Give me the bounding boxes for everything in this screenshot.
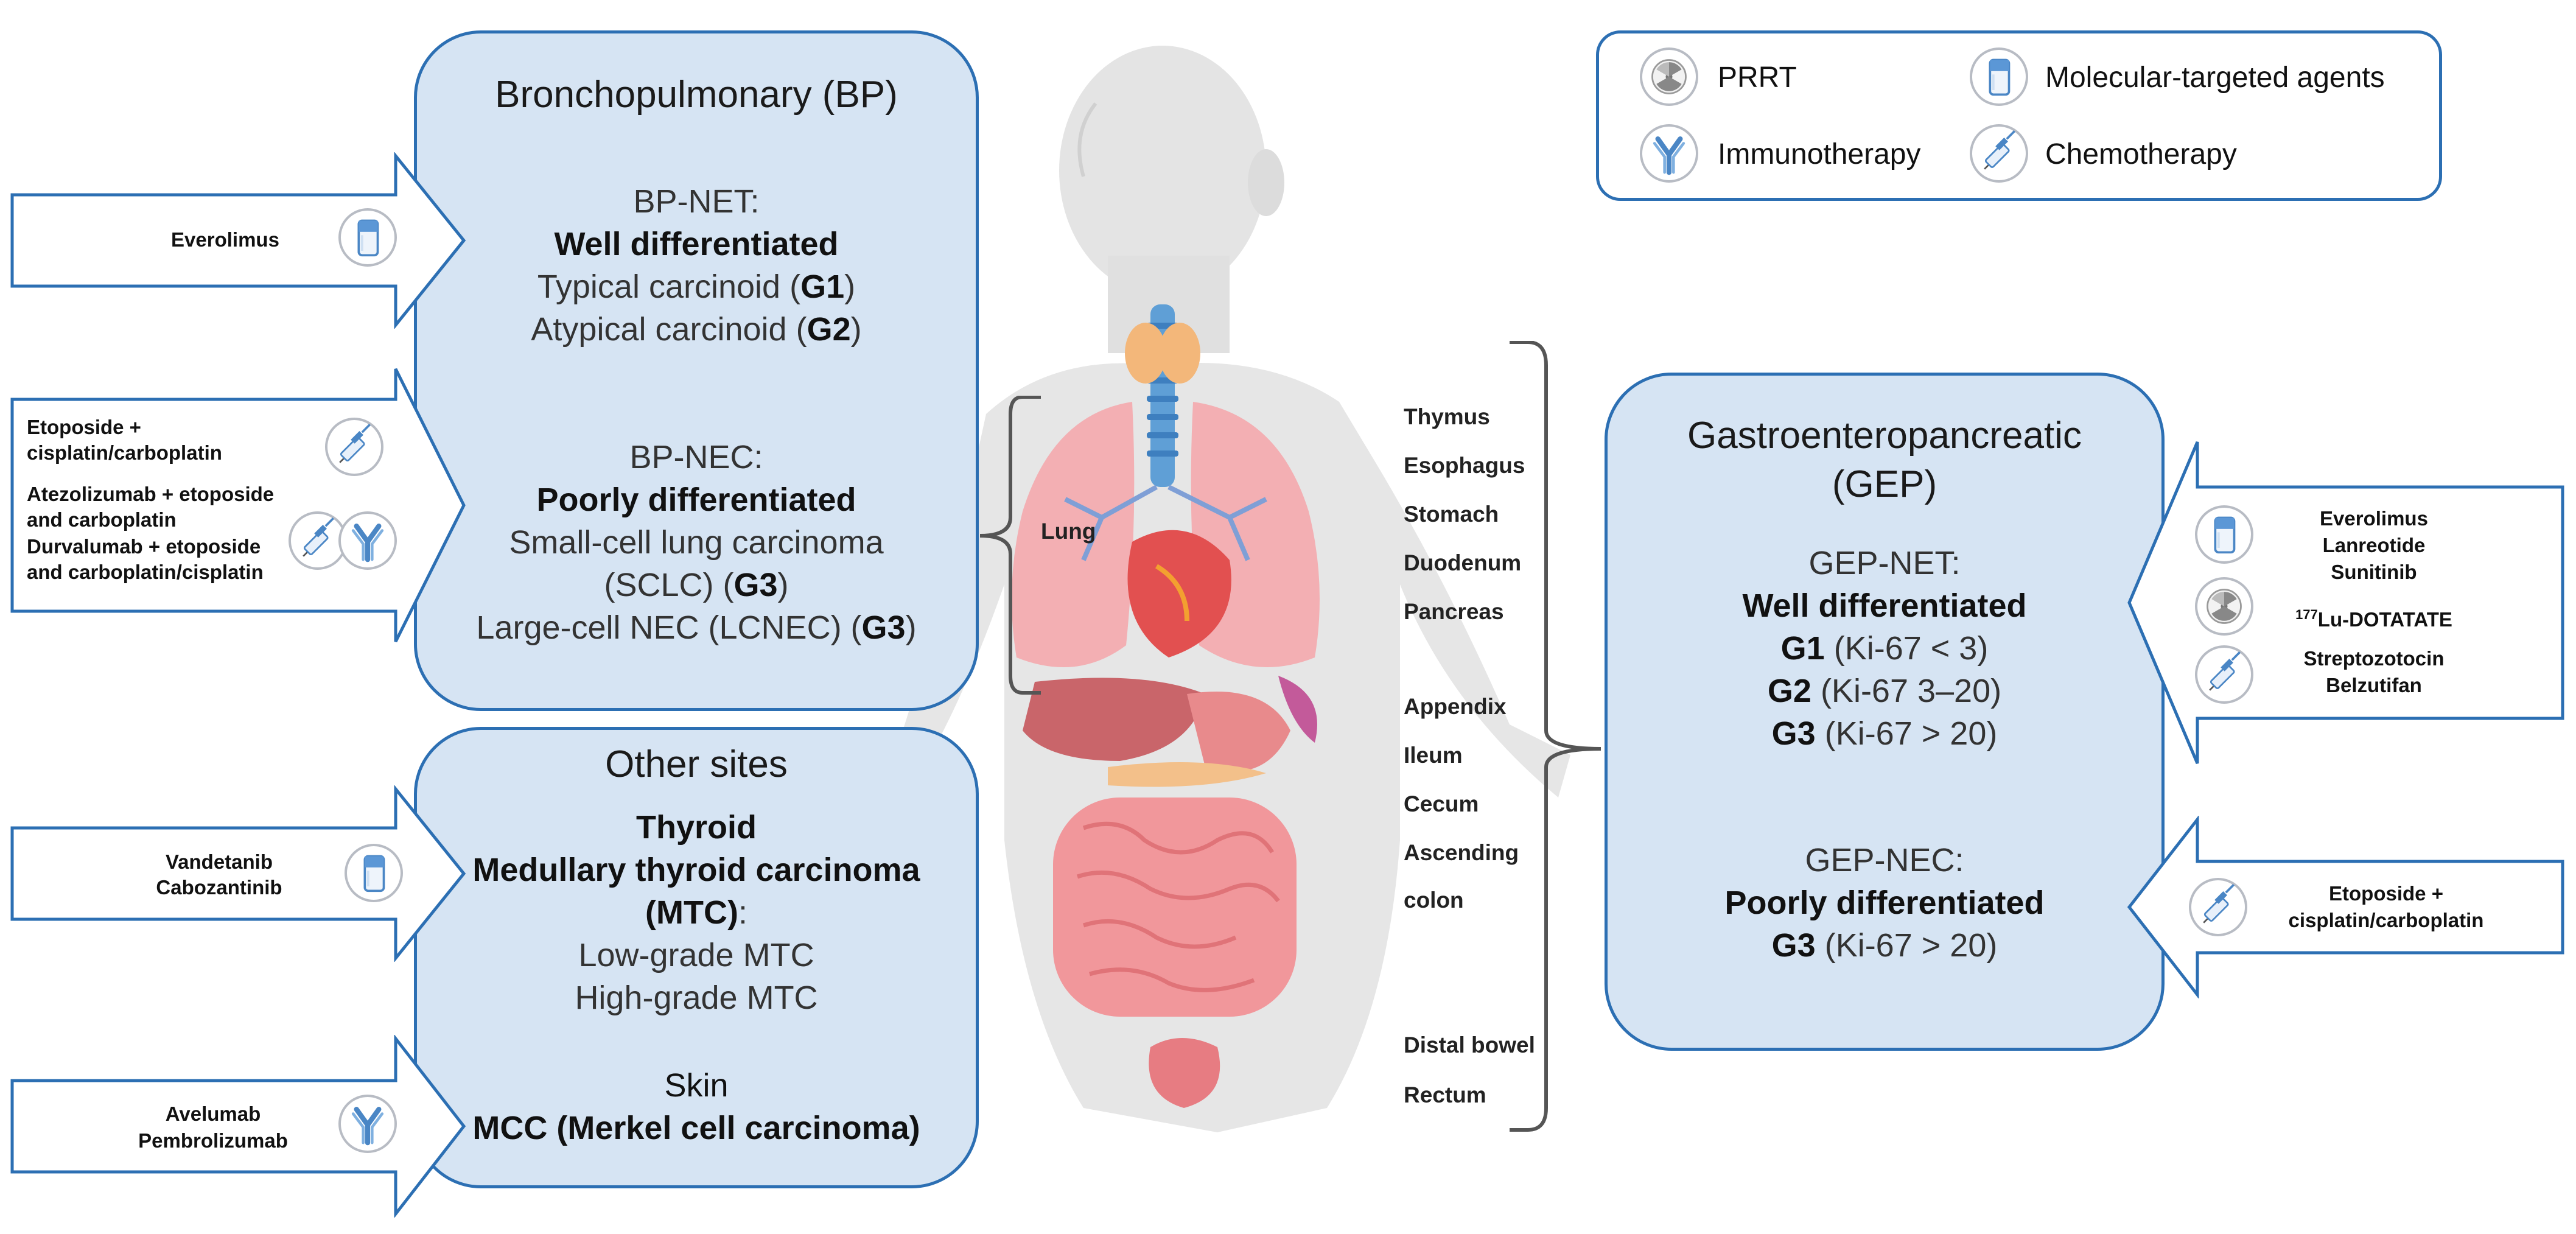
gep-g2: G2 (Ki-67 3–20): [1767, 673, 2002, 709]
gep-g1: G1 (Ki-67 < 3): [1780, 630, 1989, 667]
bp-title: Bronchopulmonary (BP): [495, 74, 898, 116]
chemotherapy-icon-bp: [325, 418, 383, 476]
bp-typical: Typical carcinoid (G1): [537, 268, 856, 305]
r-everolimus: Everolimus: [2320, 507, 2428, 530]
gep-title-abbrev: (GEP): [1832, 463, 1937, 505]
legend-prrt: PRRT: [1718, 61, 1797, 94]
gep-nec-block: GEP-NEC: Poorly differentiated G3 (Ki-67…: [1605, 839, 2165, 967]
chemotherapy-icon: [1970, 124, 2028, 183]
atezo-line1: Atezolizumab + etoposide: [27, 483, 275, 505]
prrt-icon: [1640, 47, 1698, 106]
organ-ileum: Ileum: [1404, 743, 1463, 768]
arrow-everolimus: [10, 152, 466, 329]
immunotherapy-icon-skin: [338, 1095, 397, 1153]
other-sites-box: [414, 727, 979, 1188]
r-lu-dotatate: 177Lu-DOTATATE: [2295, 607, 2452, 631]
bp-lcnec: Large-cell NEC (LCNEC) (G3): [476, 609, 917, 646]
r-sunitinib: Sunitinib: [2331, 561, 2417, 583]
gep-title-block: Gastroenteropancreatic (GEP): [1605, 412, 2165, 509]
mcc-label: MCC (Merkel cell carcinoma): [472, 1110, 920, 1146]
chemotherapy-icon-gep: [2195, 645, 2253, 704]
bp-nec-head: BP-NEC:: [629, 439, 763, 475]
bp-box: [414, 30, 979, 711]
organ-thymus: Thymus: [1404, 404, 1490, 429]
molecular-agent-icon-gep: [2195, 505, 2253, 564]
legend-chemotherapy: Chemotherapy: [2045, 138, 2237, 170]
prrt-icon-gep: [2195, 577, 2253, 636]
etoposide-line1: Etoposide +: [27, 416, 141, 438]
body-illustration: [901, 46, 1570, 1132]
gep-bracket: [1510, 341, 1601, 1132]
durva-line2: and carboplatin/cisplatin: [27, 561, 264, 583]
other-title: Other sites: [605, 743, 788, 785]
arrow-thyroid: [10, 785, 466, 962]
arrow-skin: [10, 1035, 466, 1218]
bp-net-diff: Well differentiated: [554, 226, 839, 262]
avelumab-label: Avelumab: [165, 1103, 261, 1125]
arrow-gep-nec: [2127, 816, 2564, 998]
organ-lung: Lung: [1041, 519, 1096, 544]
gep-g3: G3 (Ki-67 > 20): [1771, 715, 1998, 752]
organ-ascending: Ascending: [1404, 840, 1519, 865]
mtc-abbrev: (MTC):: [645, 894, 747, 931]
legend-molecular: Molecular-targeted agents: [2045, 61, 2385, 94]
cabozantinib-label: Cabozantinib: [156, 876, 282, 899]
gep-nec-head: GEP-NEC:: [1805, 842, 1964, 878]
organ-rectum: Rectum: [1404, 1082, 1486, 1107]
low-grade-mtc: Low-grade MTC: [578, 937, 814, 973]
r-etoposide-line2: cisplatin/carboplatin: [2288, 909, 2484, 931]
gep-box: [1605, 373, 2165, 1051]
r-etoposide-line1: Etoposide +: [2329, 882, 2443, 905]
molecular-agents-icon: [1970, 47, 2028, 106]
etoposide-line2: cisplatin/carboplatin: [27, 441, 222, 464]
organ-pancreas: Pancreas: [1404, 599, 1504, 624]
vandetanib-label: Vandetanib: [165, 850, 273, 873]
gep-net-block: GEP-NET: Well differentiated G1 (Ki-67 <…: [1605, 542, 2165, 755]
organ-cecum: Cecum: [1404, 791, 1479, 816]
pembrolizumab-label: Pembrolizumab: [138, 1129, 288, 1152]
gep-net-head: GEP-NET:: [1808, 545, 1961, 581]
other-skin-block: Skin MCC (Merkel cell carcinoma): [414, 1064, 979, 1149]
other-thyroid-block: Thyroid Medullary thyroid carcinoma (MTC…: [414, 806, 979, 1019]
gep-title: Gastroenteropancreatic: [1687, 415, 2082, 457]
bp-sclc: Small-cell lung carcinoma: [509, 524, 884, 561]
r-streptozotocin: Streptozotocin: [2303, 647, 2445, 670]
lung-bracket: [979, 396, 1041, 695]
r-belzutifan: Belzutifan: [2326, 674, 2422, 696]
mtc-label: Medullary thyroid carcinoma: [472, 852, 920, 888]
bp-net-head: BP-NET:: [633, 183, 760, 220]
thyroid-label: Thyroid: [636, 809, 757, 846]
organ-duodenum: Duodenum: [1404, 550, 1522, 575]
immunotherapy-icon-combo: [338, 511, 397, 570]
molecular-agent-icon: [338, 208, 397, 267]
organ-stomach: Stomach: [1404, 502, 1499, 527]
bp-nec-diff: Poorly differentiated: [536, 482, 856, 518]
bp-net-block: BP-NET: Well differentiated Typical carc…: [414, 180, 979, 351]
gep-nec-diff: Poorly differentiated: [1724, 885, 2045, 921]
bp-atypical: Atypical carcinoid (G2): [531, 311, 862, 348]
gep-net-diff: Well differentiated: [1742, 587, 2027, 624]
skin-label: Skin: [664, 1067, 729, 1104]
bp-nec-block: BP-NEC: Poorly differentiated Small-cell…: [414, 436, 979, 649]
legend-immunotherapy: Immunotherapy: [1718, 138, 1921, 170]
molecular-agent-icon-thyroid: [345, 844, 403, 902]
immunotherapy-icon: [1640, 124, 1698, 183]
organ-esophagus: Esophagus: [1404, 453, 1525, 478]
gep-nec-g3: G3 (Ki-67 > 20): [1771, 927, 1998, 964]
everolimus-label: Everolimus: [171, 228, 279, 251]
organ-colon: colon: [1404, 888, 1464, 913]
chemotherapy-icon-gep-nec: [2189, 878, 2247, 936]
atezo-line2: and carboplatin: [27, 508, 177, 531]
r-lanreotide: Lanreotide: [2322, 534, 2426, 556]
organ-distal-bowel: Distal bowel: [1404, 1032, 1535, 1057]
high-grade-mtc: High-grade MTC: [575, 980, 818, 1016]
bp-sclc-grade: (SCLC) (G3): [604, 567, 789, 603]
durva-line1: Durvalumab + etoposide: [27, 535, 261, 558]
organ-appendix: Appendix: [1404, 694, 1507, 719]
